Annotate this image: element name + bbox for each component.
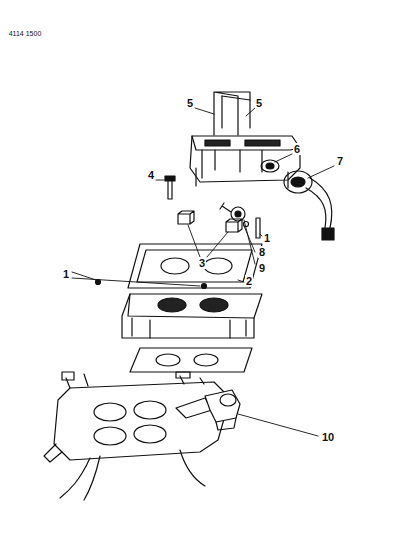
throttle-body (122, 294, 262, 338)
callout-number: 6 (293, 143, 301, 155)
wire-clip (214, 92, 250, 135)
callout-number: 7 (336, 155, 344, 167)
gasket (130, 348, 252, 372)
callout-number: 3 (198, 257, 206, 269)
callout-number: 8 (258, 246, 266, 258)
position-sensor (176, 390, 240, 430)
callout-number: 5 (255, 97, 263, 109)
callout-number: 5 (186, 97, 194, 109)
pin (256, 218, 260, 238)
seal (266, 163, 274, 169)
callout-number: 2 (245, 275, 253, 287)
screw (202, 284, 207, 289)
callout-number: 10 (321, 431, 335, 443)
figure-number: 4114 1500 (8, 30, 43, 38)
callout-number: 1 (263, 232, 271, 244)
callout-number: 1 (62, 268, 70, 280)
base-throttle-body (44, 372, 230, 500)
valve (220, 203, 249, 227)
block (178, 211, 242, 232)
leader-line (72, 108, 334, 436)
gasket (128, 244, 262, 288)
callout-number: 9 (258, 262, 266, 274)
sensor (284, 171, 334, 240)
top-cover (190, 136, 300, 188)
callout-number: 4 (147, 169, 155, 181)
screw (165, 176, 175, 199)
